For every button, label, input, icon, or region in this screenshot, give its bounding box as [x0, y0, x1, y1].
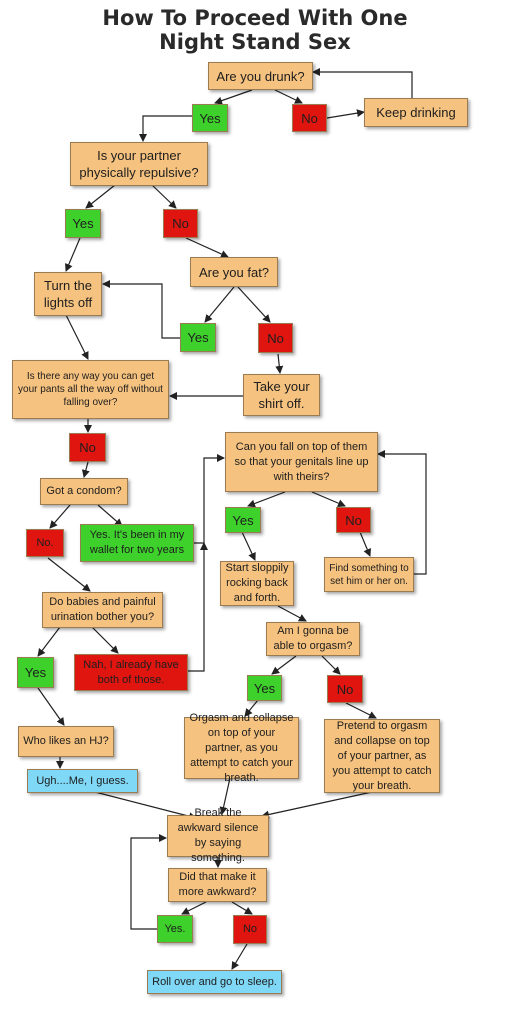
- arrow-babies-no: [91, 626, 119, 654]
- arrow-find-genitals: [377, 450, 427, 575]
- node-able-to-orgasm: Am I gonna be able to orgasm?: [266, 622, 360, 656]
- node-find-something: Find something to set him or her on.: [324, 557, 414, 592]
- arrow-orgasm-no: [321, 655, 341, 675]
- arrow-awkward-no-sleep: [231, 943, 248, 970]
- arrow-condom-no: [49, 504, 71, 529]
- node-are-you-fat: Are you fat?: [190, 257, 278, 287]
- node-condom-yes: Yes. It's been in my wallet for two year…: [80, 524, 194, 562]
- arrow-yes-repulsive: [139, 115, 192, 142]
- arrow-awkward-no: [231, 901, 253, 915]
- node-take-shirt-off: Take your shirt off.: [243, 374, 320, 416]
- node-awkward-no: No: [233, 915, 267, 944]
- arrow-genitals-no-find: [359, 531, 371, 557]
- arrow-babies-yes: [37, 626, 61, 657]
- node-fat-yes: Yes: [180, 323, 216, 352]
- arrow-no-condom: [81, 461, 90, 478]
- arrow-fat-yes: [204, 286, 235, 323]
- node-babies-yes: Yes: [17, 657, 54, 688]
- node-orgasm-yes: Yes: [247, 675, 282, 701]
- node-genitals-line-up: Can you fall on top of them so that your…: [225, 432, 378, 492]
- arrow-fat-no: [237, 286, 271, 323]
- arrow-orgasm-yes-collapse: [244, 699, 259, 717]
- arrow-condom-no-babies: [47, 557, 91, 592]
- arrow-collapse-silence: [219, 777, 231, 815]
- node-fat-no: No: [258, 323, 293, 353]
- arrow-fat-yes-lights: [102, 280, 180, 339]
- node-more-awkward: Did that make it more awkward?: [168, 868, 267, 902]
- node-repulsive-no: No: [163, 209, 198, 238]
- node-ugh-me: Ugh....Me, I guess.: [27, 769, 138, 793]
- node-condom-no: No.: [26, 529, 64, 557]
- node-start-rocking: Start sloppily rocking back and forth.: [220, 561, 294, 606]
- node-are-you-drunk: Are you drunk?: [208, 62, 313, 90]
- node-babies-urination: Do babies and painful urination bother y…: [42, 592, 163, 628]
- node-pants-off: Is there any way you can get your pants …: [12, 360, 169, 419]
- arrow-awkward-yes: [181, 901, 207, 915]
- arrow-orgasm-no-pretend: [345, 702, 377, 719]
- arrow-ugh-silence: [94, 791, 197, 821]
- arrow-genitals-yes: [247, 491, 286, 508]
- arrow-babies-no-genitals: [188, 542, 208, 672]
- node-repulsive-yes: Yes: [65, 209, 101, 238]
- arrow-genitals-yes-rocking: [241, 531, 256, 561]
- node-genitals-yes: Yes: [225, 507, 261, 533]
- node-orgasm-no: No: [327, 675, 363, 703]
- arrow-no-keep-drinking: [326, 109, 365, 119]
- flowchart-title: How To Proceed With One Night Stand Sex: [60, 6, 450, 54]
- arrow-repulsive-no: [151, 184, 177, 209]
- node-awkward-yes: Yes.: [157, 915, 193, 943]
- node-who-likes-hj: Who likes an HJ?: [18, 726, 114, 757]
- arrow-lights-pants: [65, 314, 89, 360]
- arrow-condom-yes: [97, 504, 123, 527]
- arrow-orgasm-yes: [271, 655, 297, 675]
- node-pretend-orgasm: Pretend to orgasm and collapse on top of…: [324, 719, 440, 793]
- arrow-repulsive-yes: [85, 184, 116, 209]
- node-drunk-no: No: [292, 104, 327, 132]
- title-line-1: How To Proceed With One: [102, 6, 408, 30]
- node-roll-over-sleep: Roll over and go to sleep.: [147, 970, 282, 994]
- node-break-silence: Break the awkward silence by saying some…: [167, 807, 269, 864]
- arrow-drunk-yes: [214, 89, 253, 105]
- node-babies-no: Nah, I already have both of those.: [74, 654, 188, 691]
- node-partner-repulsive: Is your partner physically repulsive?: [70, 142, 208, 186]
- node-genitals-no: No: [336, 507, 371, 533]
- title-line-2: Night Stand Sex: [159, 30, 351, 54]
- node-orgasm-collapse: Orgasm and collapse on top of your partn…: [184, 712, 299, 784]
- arrow-condom-yes-genitals: [194, 454, 225, 544]
- node-pants-no: No: [69, 433, 106, 462]
- node-got-a-condom: Got a condom?: [40, 478, 128, 505]
- arrow-fat-no-shirt: [275, 353, 284, 374]
- arrow-drunk-no: [274, 89, 303, 104]
- node-turn-lights-off: Turn the lights off: [34, 272, 102, 316]
- node-keep-drinking: Keep drinking: [364, 98, 468, 127]
- arrow-pretend-silence: [261, 791, 373, 819]
- arrow-genitals-no: [311, 491, 346, 507]
- arrow-babies-yes-hj: [37, 687, 65, 726]
- arrow-awkward-yes-loop: [130, 834, 167, 930]
- arrow-yes-lights: [65, 237, 81, 272]
- arrow-rocking-orgasm: [277, 605, 307, 622]
- node-drunk-yes: Yes: [192, 104, 228, 132]
- arrow-keep-drinking-loop: [312, 68, 413, 98]
- arrow-no-fat: [185, 237, 229, 258]
